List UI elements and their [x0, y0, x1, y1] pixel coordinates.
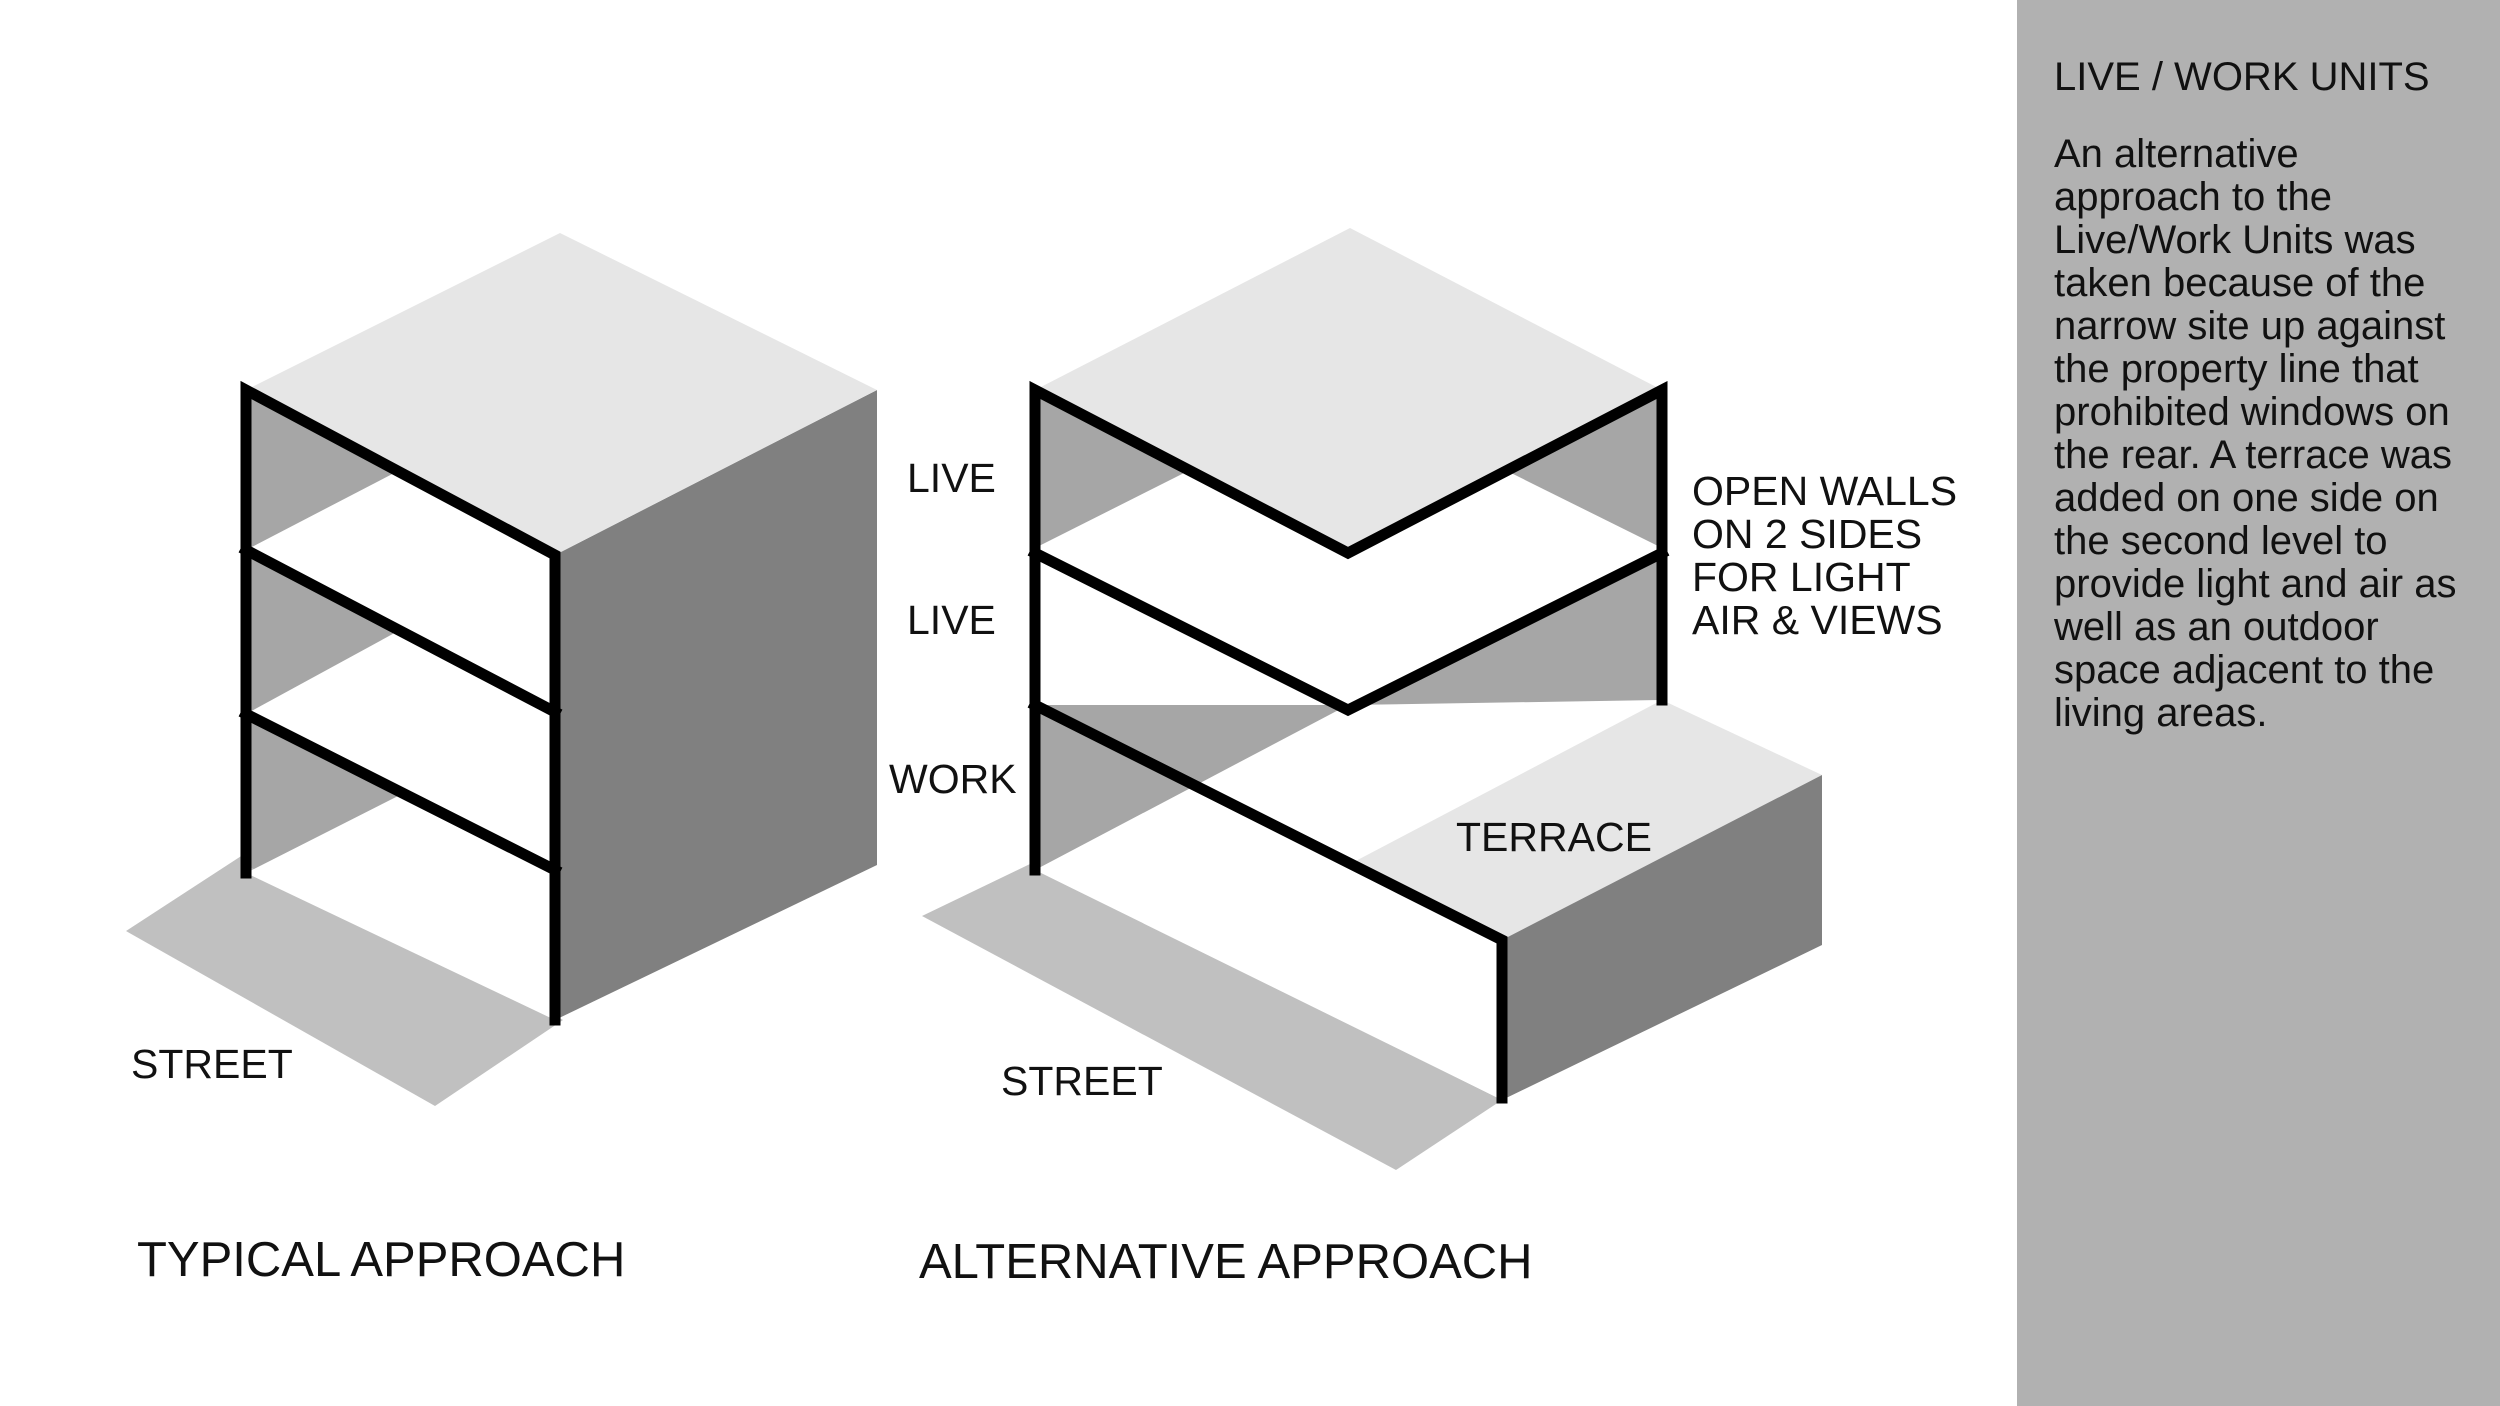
- typical-floor-plate-upper: [246, 470, 555, 712]
- work-label: WORK: [889, 756, 1017, 802]
- alternative-approach-title: ALTERNATIVE APPROACH: [919, 1235, 1533, 1289]
- typical-frame-outline: [238, 380, 563, 1026]
- description-sidebar: LIVE / WORK UNITS An alternative approac…: [2017, 0, 2500, 1406]
- alternative-building: [922, 228, 1822, 1170]
- alternative-street-label: STREET: [1001, 1058, 1163, 1104]
- open-walls-callout: OPEN WALLS ON 2 SIDES FOR LIGHT AIR & VI…: [1692, 468, 1958, 643]
- typical-side-wall: [555, 390, 877, 1020]
- sidebar-title: LIVE / WORK UNITS: [2054, 55, 2430, 99]
- typical-street-plane: [126, 849, 563, 1106]
- alternative-street-plane: [922, 864, 1502, 1170]
- terrace-deck: [1348, 700, 1822, 940]
- live-label-lower: LIVE: [907, 597, 996, 643]
- typical-roof: [246, 233, 877, 555]
- typical-approach-title: TYPICAL APPROACH: [137, 1233, 626, 1287]
- alternative-floor-plate-live: [1348, 470, 1662, 705]
- terrace-label: TERRACE: [1456, 814, 1652, 860]
- typical-building: [126, 233, 877, 1106]
- typical-street-label: STREET: [131, 1041, 293, 1087]
- sidebar-description: An alternative approach to the Live/Work…: [2054, 132, 2457, 735]
- alternative-floor-plate-upper: [1035, 470, 1348, 705]
- alternative-frame-outline: [1027, 380, 1670, 1104]
- live-label-upper: LIVE: [907, 455, 996, 501]
- typical-floor-plate-lower: [246, 630, 555, 870]
- alternative-roof: [1035, 228, 1662, 553]
- typical-ground-plate: [246, 795, 555, 1020]
- alternative-lower-side-wall: [1502, 775, 1822, 1100]
- isometric-diagrams: [126, 228, 1822, 1170]
